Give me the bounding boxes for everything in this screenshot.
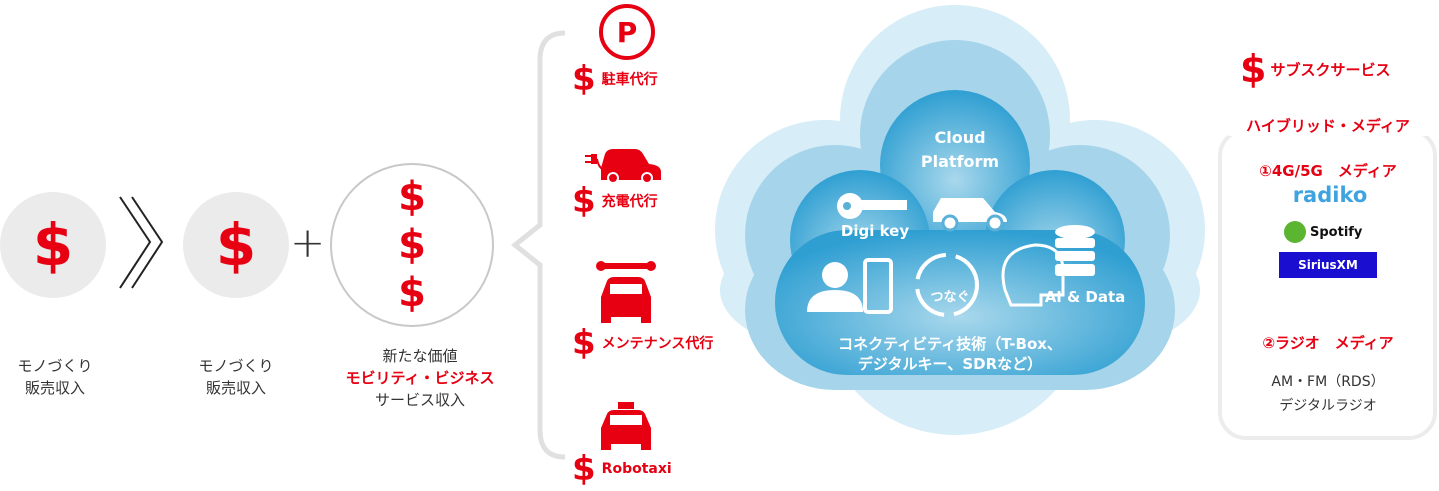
subscription-title-text: サブスクサービス <box>1270 60 1391 79</box>
connect-label: つなぐ <box>930 290 970 305</box>
dollar-icon: $ <box>572 59 596 99</box>
hybrid-media-title: ハイブリッド・メディア <box>1228 115 1428 136</box>
product-sales-circle-2: $ <box>183 192 289 298</box>
cloud-title-line: Platform <box>920 152 1000 171</box>
dollar-icon: $ <box>398 270 426 316</box>
service-maintenance: $ メンテナンス代行 <box>572 326 713 360</box>
stage3-label: 新たな価値 モビリティ・ビジネス サービス収入 <box>340 345 500 411</box>
digikey-label: Digi key <box>840 222 910 240</box>
label-line: 新たな価値 <box>382 347 458 365</box>
service-charging: $ 充電代行 <box>572 184 658 218</box>
maintenance-car-icon <box>596 261 656 323</box>
dollar-icon: $ <box>215 211 257 279</box>
service-parking: $ 駐車代行 <box>572 62 658 96</box>
taxi-icon <box>601 402 651 450</box>
double-chevron-icon <box>119 196 164 289</box>
label-line: モノづくり <box>17 357 93 375</box>
spotify-icon <box>1284 221 1306 243</box>
cloud-title-line: Cloud <box>934 128 986 147</box>
spotify-text: Spotify <box>1310 224 1363 240</box>
cycle-arrows-icon <box>915 253 979 317</box>
service-label: Robotaxi <box>601 461 672 477</box>
tech-line: デジタルキー、SDRなど） <box>857 355 1043 373</box>
service-label: 駐車代行 <box>601 72 658 88</box>
dollar-icon: $ <box>398 222 426 268</box>
database-icon <box>1055 225 1095 276</box>
spotify-logo: Spotify <box>1284 219 1372 245</box>
plus-sign: + <box>290 218 326 267</box>
stage2-label: モノづくり 販売収入 <box>156 355 316 399</box>
ai-head-icon <box>1001 243 1065 307</box>
product-sales-circle-1: $ <box>0 192 106 298</box>
service-label: メンテナンス代行 <box>601 336 714 352</box>
dollar-icon: $ <box>572 323 596 363</box>
service-robotaxi: $ Robotaxi <box>572 452 672 486</box>
dollar-icon: $ <box>572 449 596 489</box>
parking-icon: P <box>599 4 655 60</box>
connectivity-tech-label: コネクティビティ技術（T-Box、 デジタルキー、SDRなど） <box>800 334 1100 374</box>
tech-line: コネクティビティ技術（T-Box、 <box>838 335 1062 353</box>
dollar-icon: $ <box>32 211 74 279</box>
subscription-title: $ サブスクサービス <box>1240 50 1390 88</box>
siriusxm-text: SiriusXM <box>1298 258 1358 272</box>
ev-car-icon <box>585 149 661 184</box>
ai-data-label: AI & Data <box>1044 288 1126 306</box>
media2-title: ②ラジオ メディア <box>1262 334 1394 352</box>
label-line: サービス収入 <box>374 391 465 409</box>
mobility-business-circle: $ $ $ <box>330 163 494 327</box>
cloud-title: Cloud Platform <box>900 126 1020 174</box>
radio-media-desc: AM・FM（RDS） デジタルラジオ <box>1228 370 1428 418</box>
service-label: 充電代行 <box>601 194 658 210</box>
dollar-icon: $ <box>572 181 596 221</box>
media1-title: ①4G/5G メディア <box>1259 162 1397 180</box>
stage1-label: モノづくり 販売収入 <box>0 355 135 399</box>
label-line: モノづくり <box>198 357 274 375</box>
radio-line: AM・FM（RDS） <box>1271 374 1385 390</box>
radio-line: デジタルラジオ <box>1279 398 1377 414</box>
label-line: 販売収入 <box>24 379 85 397</box>
svg-text:P: P <box>617 16 638 49</box>
dollar-icon: $ <box>1240 47 1267 91</box>
person-icon <box>807 262 863 312</box>
smartphone-icon <box>863 258 893 314</box>
siriusxm-logo: SiriusXM <box>1279 252 1377 278</box>
dollar-icon: $ <box>398 174 426 220</box>
bracket-divider <box>510 30 566 460</box>
cloud-platform-graphic <box>715 5 1205 435</box>
radiko-logo: radiko <box>1292 183 1368 207</box>
label-line: 販売収入 <box>205 379 266 397</box>
label-line-highlight: モビリティ・ビジネス <box>345 369 495 387</box>
